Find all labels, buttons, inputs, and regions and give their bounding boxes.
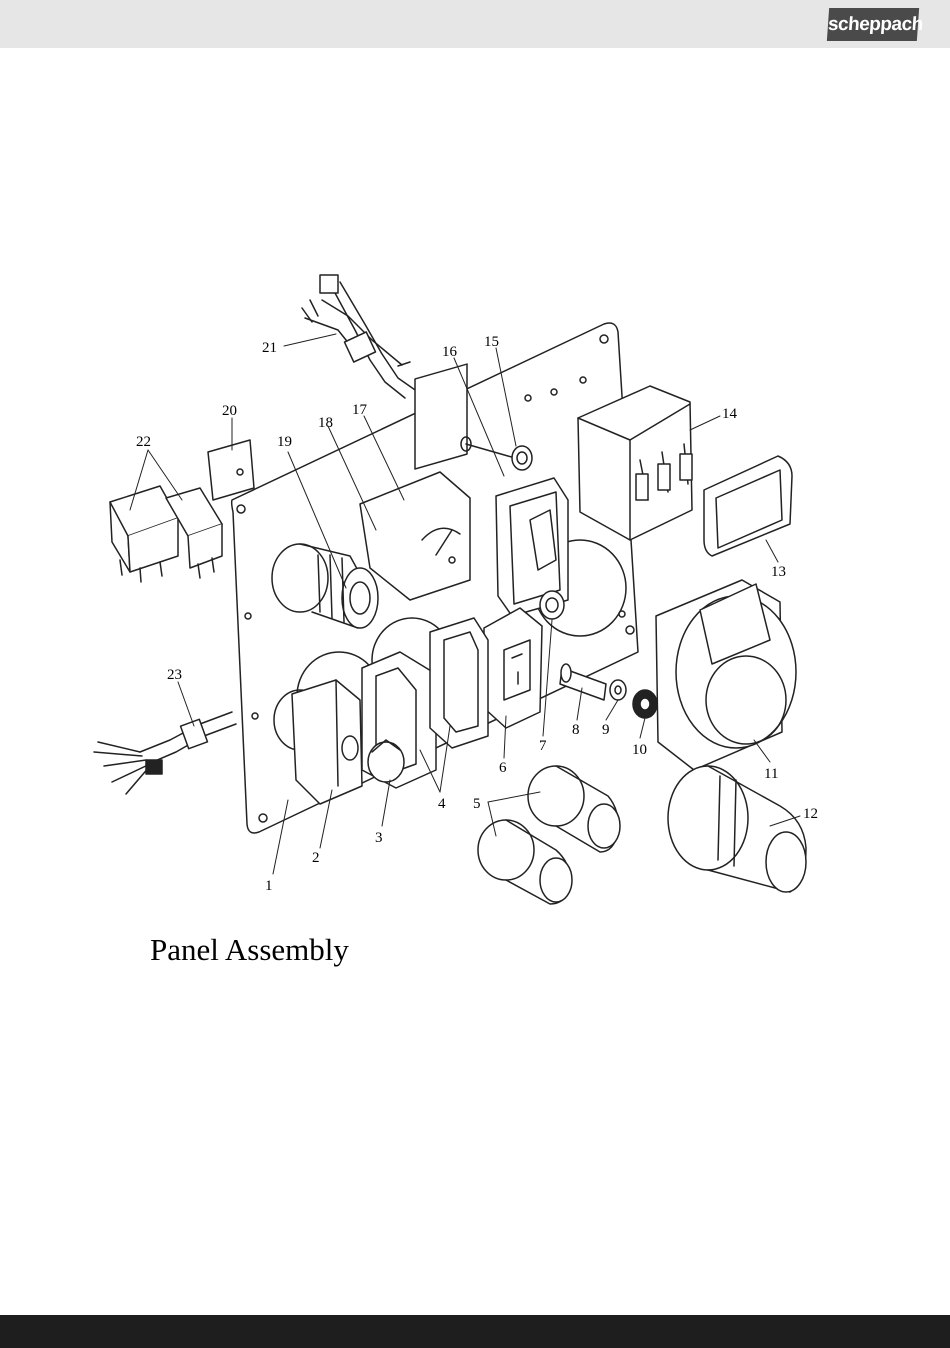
rocker-switch <box>484 608 542 728</box>
callout-12: 12 <box>803 806 818 822</box>
callout-6: 6 <box>499 760 507 776</box>
callout-23: 23 <box>167 667 182 683</box>
diagram-caption: Panel Assembly <box>150 932 349 968</box>
callout-3: 3 <box>375 830 383 846</box>
callout-4: 4 <box>438 796 446 812</box>
callout-8: 8 <box>572 722 580 738</box>
callout-20: 20 <box>222 403 237 419</box>
fuse-holder <box>540 591 564 619</box>
fuse-parts <box>560 664 657 718</box>
footer-bar <box>0 1315 950 1348</box>
callout-5: 5 <box>473 796 481 812</box>
wiring-harness-top <box>302 275 418 398</box>
small-plug-caps <box>478 766 620 904</box>
terminal-block <box>208 440 254 500</box>
industrial-socket <box>656 580 796 770</box>
callout-14: 14 <box>722 406 738 422</box>
relay-pair <box>110 486 222 582</box>
large-plug-cap <box>668 766 806 892</box>
rubber-cover <box>704 456 792 556</box>
wiring-harness-bottom <box>94 712 236 794</box>
callout-2: 2 <box>312 850 320 866</box>
callout-18: 18 <box>318 415 333 431</box>
callout-9: 9 <box>602 722 610 738</box>
outlet-box <box>292 680 362 804</box>
callout-19: 19 <box>277 434 292 450</box>
callout-15: 15 <box>484 334 499 350</box>
callout-7: 7 <box>539 738 547 754</box>
callout-13: 13 <box>771 564 786 580</box>
callout-21: 21 <box>262 340 277 356</box>
callout-11: 11 <box>764 766 778 782</box>
callout-17: 17 <box>352 402 368 418</box>
callout-16: 16 <box>442 344 458 360</box>
callout-22: 22 <box>136 434 151 450</box>
callout-10: 10 <box>632 742 647 758</box>
callout-1: 1 <box>265 878 273 894</box>
